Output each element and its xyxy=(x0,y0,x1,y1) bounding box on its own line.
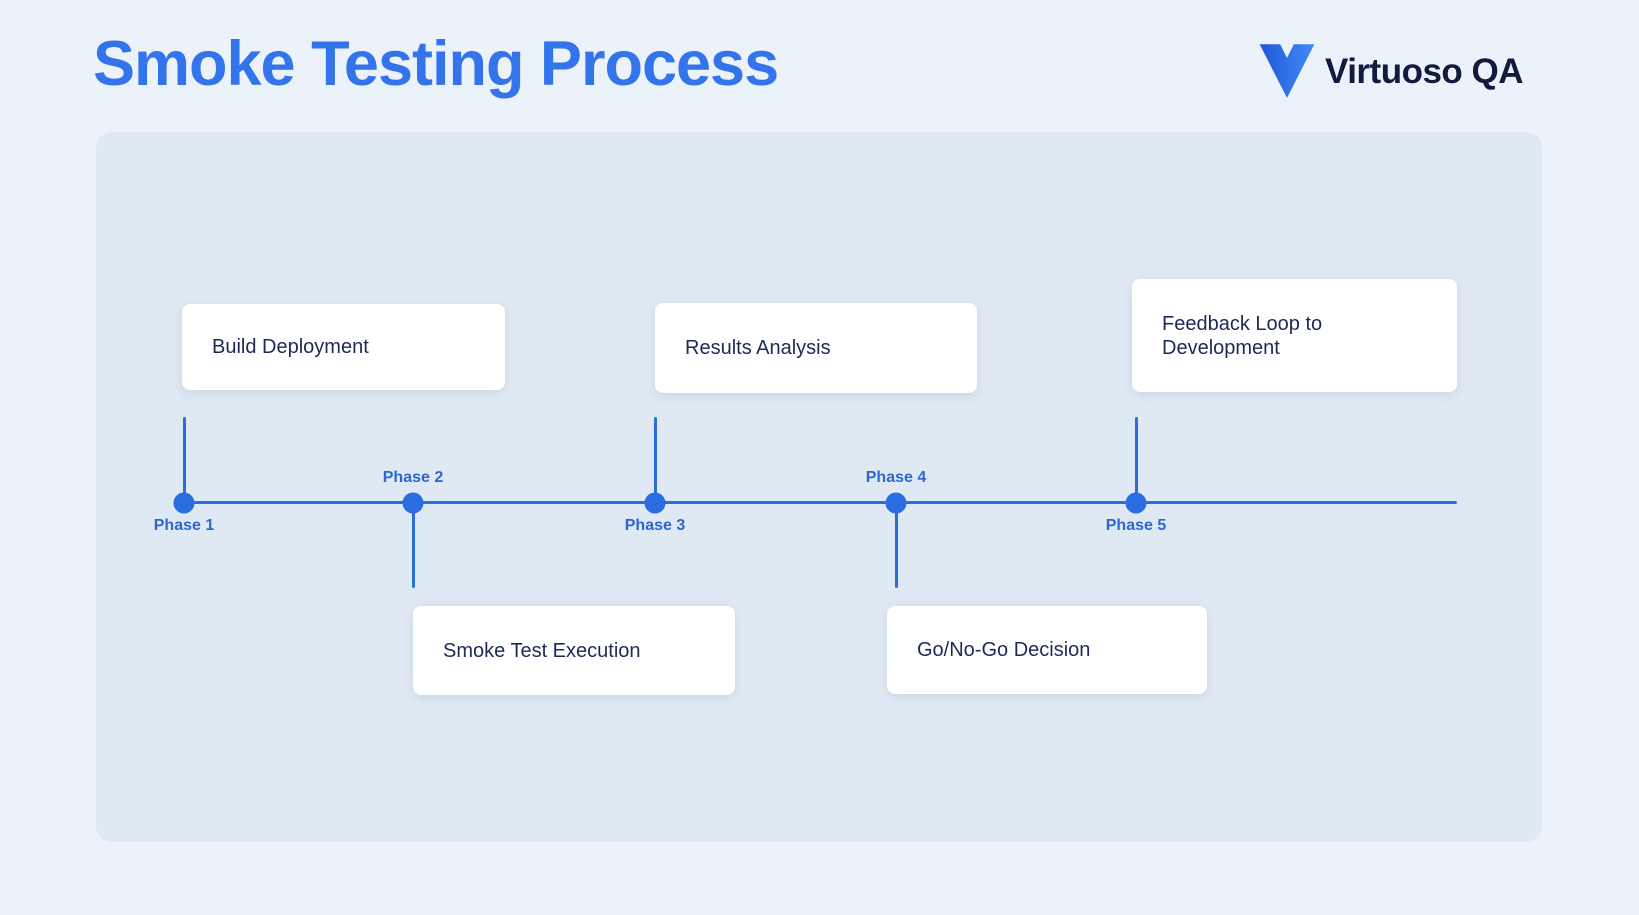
phase-card: Build Deployment xyxy=(182,304,505,390)
phase-dot xyxy=(402,492,424,514)
phase-dot xyxy=(885,492,907,514)
phase-connector xyxy=(654,417,657,502)
page-title: Smoke Testing Process xyxy=(93,29,779,99)
phase-card: Feedback Loop to Development xyxy=(1132,279,1457,392)
virtuoso-v-icon xyxy=(1259,44,1315,98)
phase-card-title: Smoke Test Execution xyxy=(443,639,641,662)
phase-card-title: Build Deployment xyxy=(212,336,369,358)
phase-label: Phase 1 xyxy=(153,517,215,534)
phase-dot xyxy=(1125,492,1147,514)
brand-logo: Virtuoso QA xyxy=(1258,42,1524,99)
phase-card-title: Results Analysis xyxy=(685,337,831,359)
phase-dot xyxy=(173,492,195,514)
phase-card: Go/No-Go Decision xyxy=(887,606,1207,694)
phase-card-title: Feedback Loop to Development xyxy=(1162,312,1323,359)
phase-connector xyxy=(183,417,186,502)
phase-connector xyxy=(412,502,415,588)
phase-label: Phase 4 xyxy=(865,469,927,486)
phase-label: Phase 3 xyxy=(624,517,686,534)
phase-connector xyxy=(1135,417,1138,502)
brand-name: Virtuoso QA xyxy=(1325,52,1524,91)
phase-label: Phase 5 xyxy=(1105,517,1167,534)
phase-card: Results Analysis xyxy=(655,303,977,393)
phase-card-title: Go/No-Go Decision xyxy=(917,639,1091,661)
phase-card: Smoke Test Execution xyxy=(413,606,735,695)
timeline-line xyxy=(184,501,1457,504)
phase-label: Phase 2 xyxy=(382,469,444,486)
phase-connector xyxy=(895,502,898,588)
phase-dot xyxy=(644,492,666,514)
